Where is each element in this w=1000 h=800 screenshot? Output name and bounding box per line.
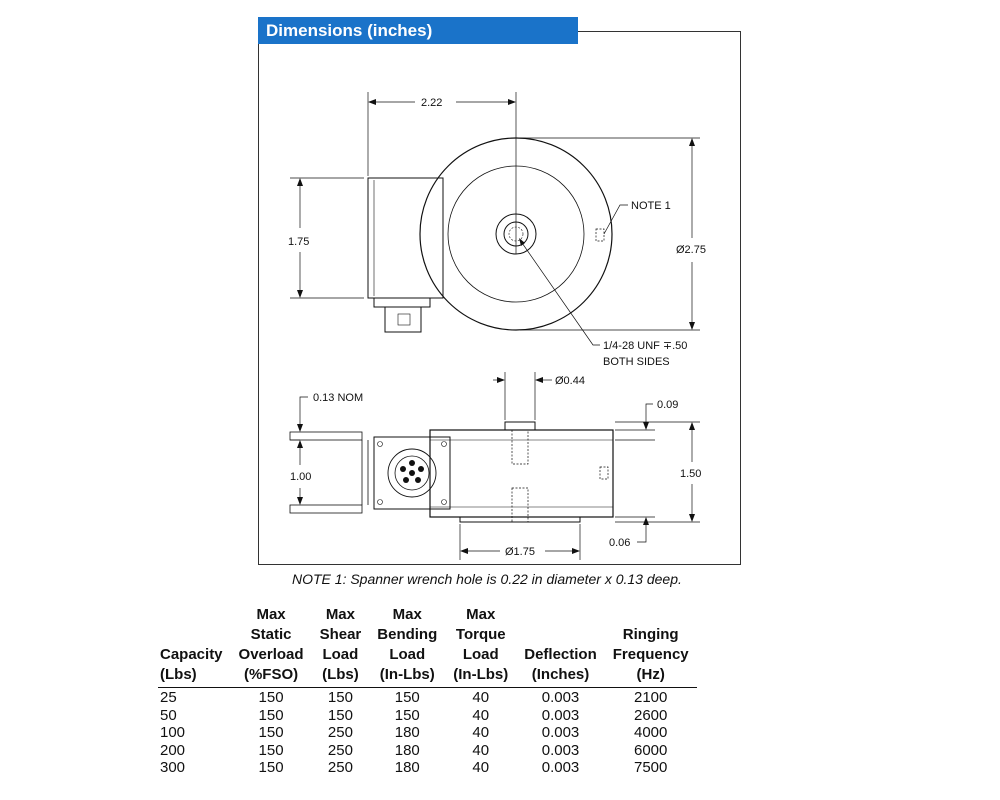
mounting-plate-top (289, 431, 363, 441)
thread-spec-label: 1/4-28 UNF ∓.50 (603, 340, 687, 352)
spanner-hole (595, 228, 605, 242)
dim-0-09-label: 0.09 (657, 399, 678, 411)
table-cell: 25 (160, 689, 177, 706)
dim-diameter-1-75-label: Ø1.75 (505, 546, 535, 558)
table-cell: 4000 (634, 724, 668, 741)
hub-bottom (459, 516, 581, 523)
table-cell: 0.003 (541, 741, 580, 759)
table-row: 25 150 150 150 40 0.003 2100 (158, 688, 697, 707)
table-cell: 0.003 (541, 689, 580, 706)
table-cell: 7500 (634, 759, 668, 776)
table-cell: 6000 (634, 741, 668, 759)
footnote: NOTE 1: Spanner wrench hole is 0.22 in d… (292, 571, 682, 587)
table-cell: 40 (472, 706, 490, 724)
connector-flange (373, 297, 431, 308)
table-row: 100 150 250 180 40 0.003 4000 (158, 724, 697, 742)
section-title: Dimensions (inches) (258, 17, 578, 44)
table-cell: 2600 (634, 706, 668, 724)
dim-1-00-label: 1.00 (290, 471, 311, 483)
dim-2-22-label: 2.22 (421, 97, 442, 109)
table-cell: 0.003 (541, 724, 580, 741)
table-cell: 150 (258, 724, 284, 741)
table-cell: 180 (394, 759, 420, 776)
table-row: 200 150 250 180 40 0.003 6000 (158, 742, 697, 760)
table-cell: 150 (258, 706, 284, 724)
connector-body (384, 306, 422, 333)
table-cell: 250 (327, 759, 353, 776)
table-row: 300 150 250 180 40 0.003 7500 (158, 759, 697, 777)
table-cell: 0.003 (541, 706, 580, 724)
note1-callout: NOTE 1 (631, 200, 671, 212)
table-cell: 40 (472, 689, 490, 706)
dim-0-13-nom-label: 0.13 NOM (313, 392, 363, 404)
load-cell-body-side (429, 429, 614, 518)
table-cell: 150 (258, 741, 284, 759)
both-sides-label: BOTH SIDES (603, 356, 670, 368)
table-cell: 40 (472, 759, 490, 776)
table-cell: 180 (394, 724, 420, 741)
table-cell: 150 (327, 706, 353, 724)
table-cell: 2100 (634, 689, 668, 706)
column-header: Capacity(Lbs) (158, 605, 231, 688)
table-cell: 40 (472, 741, 490, 759)
table-cell: 200 (160, 741, 186, 759)
table-cell: 150 (327, 689, 353, 706)
table-cell: 100 (160, 724, 186, 741)
table-cell: 150 (258, 759, 284, 776)
connector-shell (387, 448, 437, 498)
dim-1-50-label: 1.50 (680, 468, 701, 480)
table-cell: 150 (394, 706, 420, 724)
table-cell: 150 (394, 689, 420, 706)
dim-1-75-label: 1.75 (288, 236, 309, 248)
dim-0-06-label: 0.06 (609, 537, 630, 549)
table-cell: 300 (160, 759, 186, 776)
dim-diameter-0-44-label: Ø0.44 (555, 375, 585, 387)
dim-diameter-2-75-label: Ø2.75 (676, 244, 706, 256)
table-cell: 180 (394, 741, 420, 759)
table-row: 50 150 150 150 40 0.003 2600 (158, 707, 697, 725)
dimension-drawing: 2.22 1.75 NOTE 1 Ø2.75 1/4-28 UNF ∓.50 B… (288, 92, 706, 560)
hub-top (504, 421, 536, 431)
table-cell: 40 (472, 724, 490, 741)
connector-flange-side (373, 436, 451, 510)
column-header: Deflection(Inches) (516, 605, 605, 688)
table-cell: 250 (327, 741, 353, 759)
table-cell: 150 (258, 689, 284, 706)
table-cell: 50 (160, 706, 177, 724)
table-cell: 0.003 (541, 759, 580, 776)
mounting-plate-bottom (289, 504, 363, 514)
table-cell: 250 (327, 724, 353, 741)
